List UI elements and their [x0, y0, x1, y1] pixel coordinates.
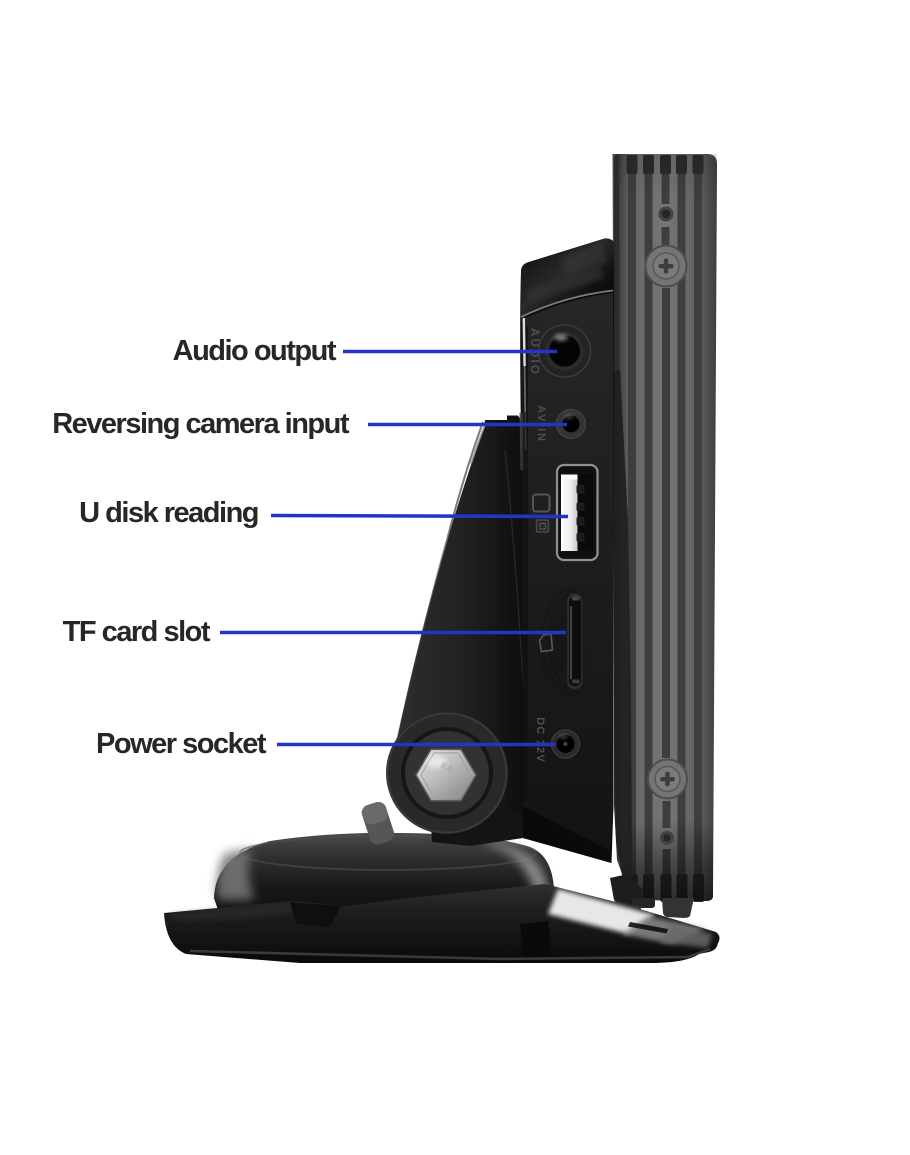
- svg-text:DC 12V: DC 12V: [534, 717, 546, 763]
- svg-text:8.8: 8.8: [439, 760, 454, 774]
